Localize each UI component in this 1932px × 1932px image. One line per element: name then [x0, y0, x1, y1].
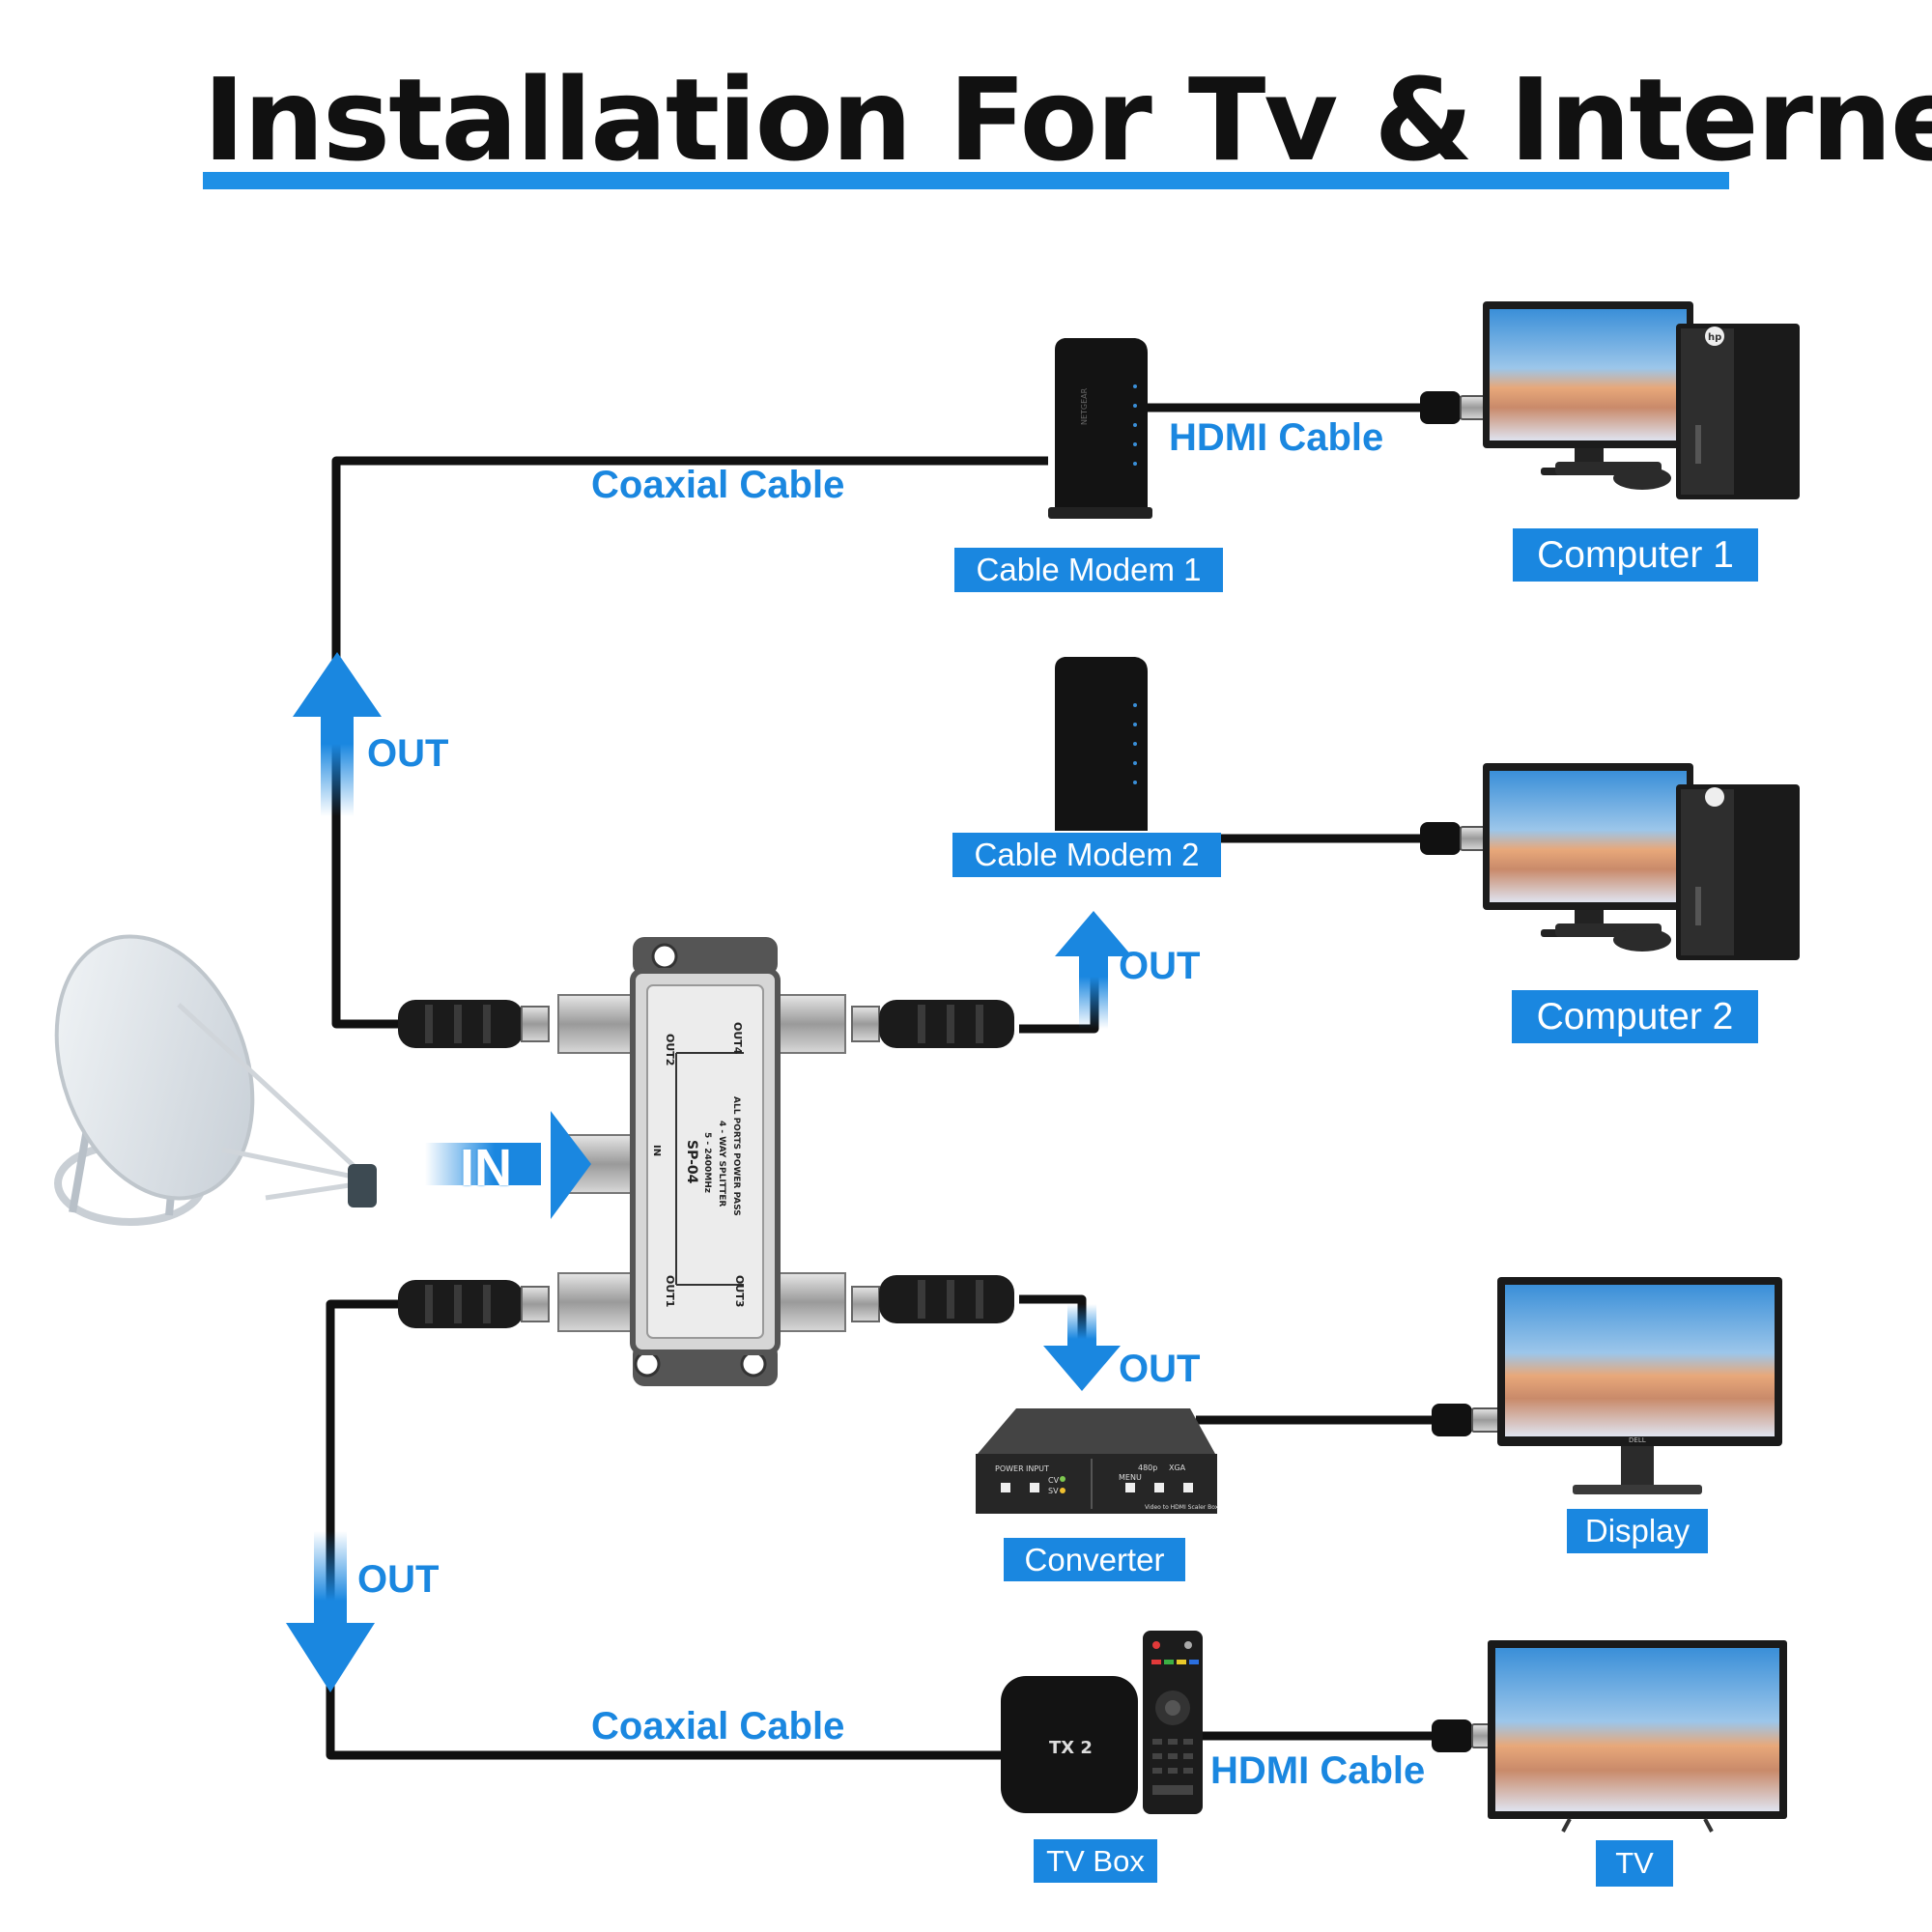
splitter-out4-label: OUT4	[731, 1022, 744, 1055]
cables	[326, 403, 1439, 1760]
label-cable-modem-1: Cable Modem 1	[954, 548, 1223, 592]
modem-brand: NETGEAR	[1080, 387, 1089, 425]
splitter-type: 4 - WAY SPLITTER	[717, 1121, 726, 1207]
converter-cv-label: CV	[1048, 1476, 1060, 1485]
coax-cable-label-top: Coaxial Cable	[591, 464, 845, 506]
in-label: IN	[460, 1139, 512, 1197]
splitter: OUT2 OUT4 IN SP-04 5 - 2400MHz 4 - WAY S…	[630, 937, 781, 1386]
arrow-out-right-top	[1055, 911, 1132, 1029]
connector-out2	[398, 994, 632, 1054]
coax-connectors	[398, 994, 1014, 1332]
cable-modem-1: NETGEAR	[1048, 338, 1152, 519]
satellite-dish	[54, 934, 377, 1226]
connector-out3	[772, 1272, 1014, 1332]
title-underline	[203, 172, 1729, 189]
converter-menu-label: MENU	[1119, 1473, 1142, 1482]
coax-cable-label-bottom: Coaxial Cable	[591, 1705, 845, 1747]
cable-modem-2	[1055, 657, 1148, 831]
pc-brand: hp	[1708, 332, 1721, 343]
splitter-freq: 5 - 2400MHz	[702, 1132, 712, 1193]
page-title: Installation For Tv & Internet	[203, 53, 1932, 186]
splitter-out3-label: OUT3	[733, 1275, 746, 1307]
converter-input-label: INPUT	[1026, 1464, 1049, 1473]
converter-xga-label: XGA	[1169, 1463, 1186, 1472]
out-label-left-up: OUT	[367, 732, 449, 775]
arrow-out-right-bottom	[1043, 1304, 1121, 1391]
connector-out1	[398, 1272, 632, 1332]
arrow-out-left-down	[286, 1531, 375, 1692]
out-label-left-down: OUT	[357, 1558, 440, 1601]
remote-control	[1143, 1631, 1203, 1814]
label-converter: Converter	[1004, 1538, 1185, 1581]
hdmi-cable-label-top: HDMI Cable	[1169, 416, 1384, 459]
splitter-out2-label: OUT2	[664, 1034, 676, 1065]
label-display: Display	[1567, 1509, 1708, 1553]
splitter-note: ALL PORTS POWER PASS	[731, 1096, 741, 1216]
coax-cable-tvbox	[326, 1299, 1005, 1760]
monitor-brand: DELL	[1629, 1436, 1646, 1444]
converter-power-label: POWER	[995, 1464, 1024, 1473]
label-tv-box: TV Box	[1034, 1839, 1157, 1883]
tv-screen	[1488, 1640, 1787, 1833]
computer-1: hp	[1483, 301, 1800, 499]
converter-480-label: 480p	[1138, 1463, 1157, 1472]
hdmi-cable-label-bottom: HDMI Cable	[1210, 1749, 1426, 1792]
computer-2	[1483, 763, 1800, 960]
display-monitor: DELL	[1497, 1277, 1782, 1494]
label-cable-modem-2: Cable Modem 2	[952, 833, 1221, 877]
hdmi-plugs	[1420, 391, 1500, 1752]
converter-product-label: Video to HDMI Scaler Box	[1145, 1504, 1219, 1511]
converter-device: POWER INPUT CV SV 480p XGA MENU Video to…	[976, 1408, 1219, 1514]
converter-sv-label: SV	[1048, 1487, 1059, 1495]
tvbox-brand: TX 2	[1049, 1738, 1093, 1758]
splitter-model: SP-04	[684, 1140, 699, 1184]
out-label-right-bottom: OUT	[1119, 1348, 1201, 1390]
label-computer-2: Computer 2	[1512, 990, 1758, 1043]
splitter-in-label: IN	[651, 1145, 662, 1156]
connector-out4	[772, 994, 1014, 1054]
label-tv: TV	[1596, 1840, 1673, 1887]
label-computer-1: Computer 1	[1513, 528, 1758, 582]
out-label-right-top: OUT	[1119, 945, 1201, 987]
arrow-out-left-up	[293, 652, 382, 816]
arrow-in	[425, 1111, 591, 1219]
splitter-out1-label: OUT1	[664, 1275, 676, 1307]
tv-box: TX 2	[1001, 1676, 1138, 1813]
